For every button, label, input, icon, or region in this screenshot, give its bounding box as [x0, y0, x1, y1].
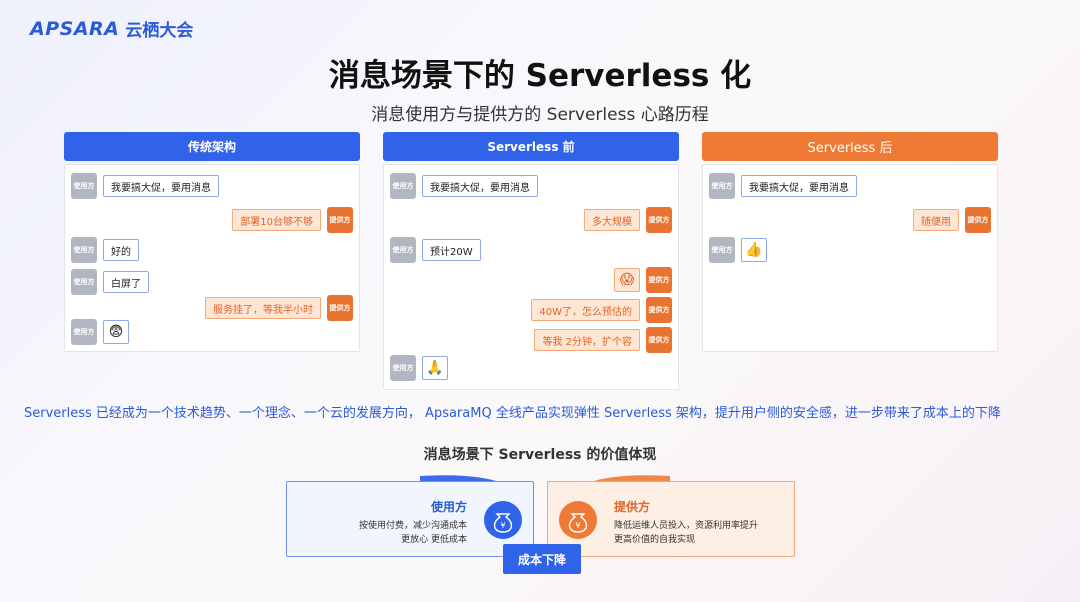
value-provider-desc: 降低运维人员投入，资源利用率提升 更高价值的自我实现 — [614, 519, 758, 547]
emoji-bubble: 🙏 — [422, 356, 448, 380]
user-avatar: 使用方 — [709, 237, 735, 263]
page-subtitle: 消息使用方与提供方的 Serverless 心路历程 — [371, 105, 709, 125]
provider-bubble: 40W了，怎么预估的 — [531, 299, 640, 321]
provider-avatar: 提供方 — [646, 267, 672, 293]
cost-down-badge: 成本下降 — [503, 544, 581, 574]
provider-bubble: 服务挂了，等我半小时 — [205, 297, 321, 319]
value-provider-line1: 降低运维人员投入，资源利用率提升 — [614, 521, 759, 531]
chat-message: 使用方 预计20W — [390, 237, 481, 263]
panel-serverless-before: Serverless 前 使用方 我要搞大促，要用消息 多大规模 提供方 使用方… — [383, 132, 679, 390]
user-avatar: 使用方 — [71, 173, 97, 199]
value-provider-title: 提供方 — [614, 500, 651, 514]
provider-avatar: 提供方 — [327, 295, 353, 321]
emoji-bubble: 😱 — [614, 268, 640, 292]
logo: APSARA 云栖大会 — [30, 16, 194, 42]
logo-brand-cn: 云栖大会 — [125, 21, 194, 41]
user-bubble: 我要搞大促，要用消息 — [422, 175, 538, 197]
user-avatar: 使用方 — [390, 237, 416, 263]
user-bubble: 预计20W — [422, 239, 481, 261]
logo-brand: APSARA — [30, 17, 120, 40]
user-bubble: 我要搞大促，要用消息 — [103, 175, 219, 197]
panel-header: Serverless 后 — [702, 132, 998, 161]
panel-header: 传统架构 — [64, 132, 360, 161]
value-user-desc: 按使用付费，减少沟通成本 更放心 更低成本 — [359, 519, 467, 547]
chat-message: 使用方 😨 — [71, 319, 129, 345]
chat-message: 使用方 白屏了 — [71, 269, 149, 295]
user-bubble: 白屏了 — [103, 271, 149, 293]
summary-text: Serverless 已经成为一个技术趋势、一个理念、一个云的发展方向， Aps… — [24, 406, 1001, 421]
provider-avatar: 提供方 — [646, 297, 672, 323]
chat-message: 等我 2分钟，扩个容 提供方 — [534, 327, 672, 353]
value-user-line2: 更放心 更低成本 — [401, 535, 467, 545]
provider-bubble: 随便用 — [913, 209, 959, 231]
panel-traditional: 传统架构 使用方 我要搞大促，要用消息 部署10台够不够 提供方 使用方 好的 … — [64, 132, 360, 352]
user-avatar: 使用方 — [71, 237, 97, 263]
page-title: 消息场景下的 Serverless 化 — [328, 58, 752, 94]
provider-avatar: 提供方 — [965, 207, 991, 233]
chat-area: 使用方 我要搞大促，要用消息 多大规模 提供方 使用方 预计20W 😱 提供方 … — [383, 164, 679, 390]
chat-message: 部署10台够不够 提供方 — [232, 207, 353, 233]
user-avatar: 使用方 — [709, 173, 735, 199]
chat-message: 使用方 好的 — [71, 237, 139, 263]
chat-message: 多大规模 提供方 — [584, 207, 672, 233]
money-bag-icon: ¥ — [484, 501, 522, 539]
provider-avatar: 提供方 — [646, 207, 672, 233]
panel-serverless-after: Serverless 后 使用方 我要搞大促，要用消息 随便用 提供方 使用方 … — [702, 132, 998, 352]
value-section-title: 消息场景下 Serverless 的价值体现 — [423, 447, 657, 463]
user-avatar: 使用方 — [390, 173, 416, 199]
chat-message: 服务挂了，等我半小时 提供方 — [205, 295, 353, 321]
chat-message: 使用方 我要搞大促，要用消息 — [71, 173, 219, 199]
chat-message: 使用方 👍 — [709, 237, 767, 263]
value-user-title: 使用方 — [430, 500, 467, 514]
value-user-line1: 按使用付费，减少沟通成本 — [358, 521, 467, 531]
chat-message: 使用方 🙏 — [390, 355, 448, 381]
money-bag-icon: ¥ — [559, 501, 597, 539]
value-box-user: 使用方 按使用付费，减少沟通成本 更放心 更低成本 ¥ — [286, 481, 534, 557]
provider-avatar: 提供方 — [646, 327, 672, 353]
chat-message: 使用方 我要搞大促，要用消息 — [390, 173, 538, 199]
chat-area: 使用方 我要搞大促，要用消息 随便用 提供方 使用方 👍 — [702, 164, 998, 352]
chat-message: 随便用 提供方 — [913, 207, 991, 233]
user-bubble: 好的 — [103, 239, 139, 261]
user-avatar: 使用方 — [71, 319, 97, 345]
panel-header: Serverless 前 — [383, 132, 679, 161]
provider-bubble: 等我 2分钟，扩个容 — [534, 329, 640, 351]
emoji-bubble: 👍 — [741, 238, 767, 262]
provider-bubble: 部署10台够不够 — [232, 209, 321, 231]
user-bubble: 我要搞大促，要用消息 — [741, 175, 857, 197]
value-provider-line2: 更高价值的自我实现 — [614, 535, 696, 545]
chat-message: 😱 提供方 — [614, 267, 672, 293]
emoji-bubble: 😨 — [103, 320, 129, 344]
chat-area: 使用方 我要搞大促，要用消息 部署10台够不够 提供方 使用方 好的 使用方 白… — [64, 164, 360, 352]
chat-message: 40W了，怎么预估的 提供方 — [531, 297, 672, 323]
user-avatar: 使用方 — [390, 355, 416, 381]
provider-bubble: 多大规模 — [584, 209, 640, 231]
svg-text:¥: ¥ — [500, 521, 505, 530]
provider-avatar: 提供方 — [327, 207, 353, 233]
user-avatar: 使用方 — [71, 269, 97, 295]
chat-message: 使用方 我要搞大促，要用消息 — [709, 173, 857, 199]
svg-text:¥: ¥ — [575, 521, 580, 530]
value-box-provider: ¥ 提供方 降低运维人员投入，资源利用率提升 更高价值的自我实现 — [547, 481, 795, 557]
